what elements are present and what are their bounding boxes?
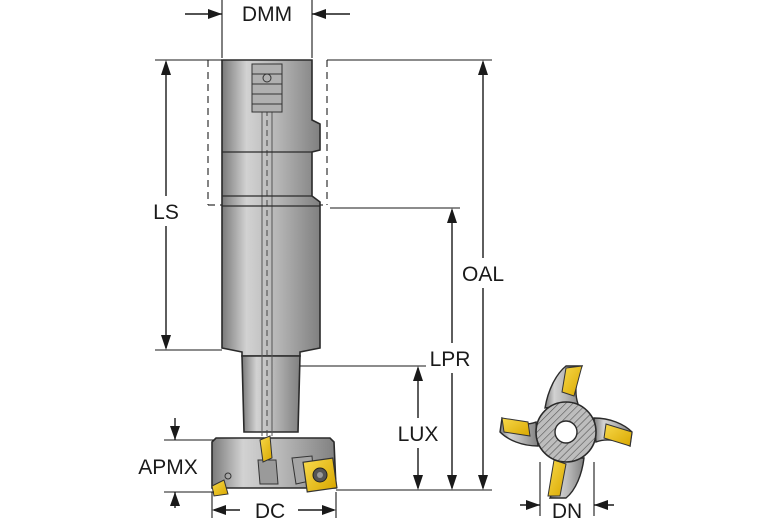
oal-label: OAL	[462, 263, 504, 286]
end-insert-top	[561, 365, 583, 397]
dim-lux: LUX	[300, 365, 444, 490]
dc-label: DC	[255, 500, 285, 523]
lux-label: LUX	[398, 423, 439, 446]
dim-oal: OAL	[327, 59, 510, 491]
tool-body	[211, 59, 337, 489]
dn-label: DN	[552, 500, 582, 523]
lpr-label: LPR	[430, 348, 471, 371]
dim-ls: LS	[150, 59, 222, 351]
dmm-label: DMM	[242, 3, 292, 26]
end-insert-bottom	[547, 459, 567, 497]
end-insert-left	[501, 417, 531, 437]
apmx-label: APMX	[138, 456, 198, 479]
thread-detail	[251, 63, 283, 113]
dim-apmx: APMX	[138, 418, 214, 508]
dim-dmm: DMM	[185, 0, 350, 58]
cutting-inserts	[211, 435, 338, 497]
dim-lpr: LPR	[330, 207, 476, 490]
insert-left	[211, 479, 229, 497]
ls-label: LS	[153, 201, 179, 224]
end-insert-right	[603, 423, 633, 447]
dim-dn: DN	[520, 462, 614, 523]
end-view	[499, 365, 633, 499]
insert-front	[302, 457, 338, 493]
dim-dc: DC	[211, 492, 337, 523]
insert-top	[259, 435, 273, 463]
